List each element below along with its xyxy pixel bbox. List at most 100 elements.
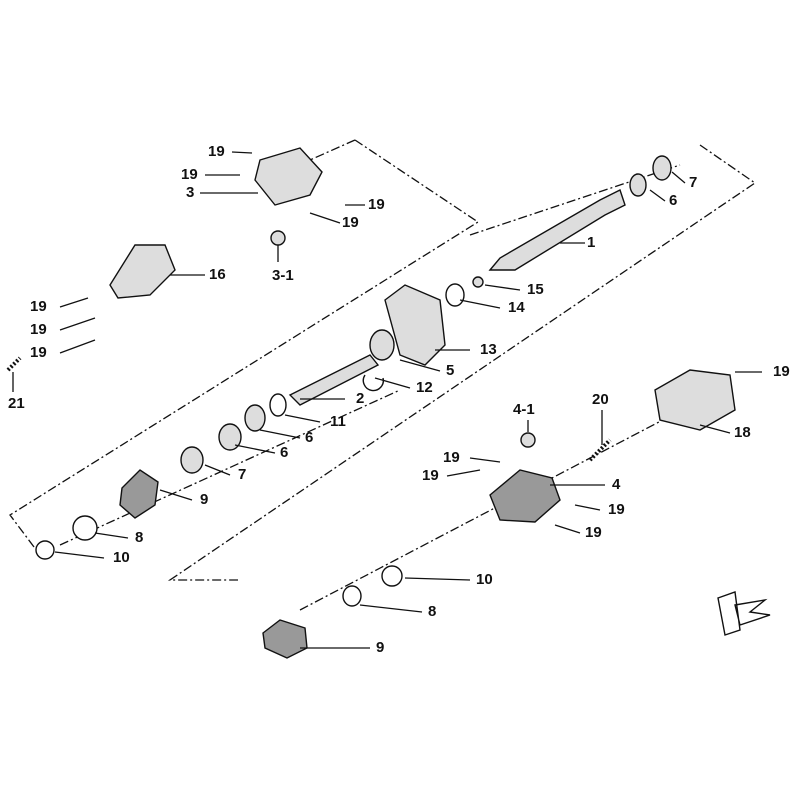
- grease-nipple: [270, 230, 286, 246]
- part-number-label: 8: [428, 603, 437, 620]
- leader-line: [399, 359, 441, 372]
- propeller-shaft: [488, 189, 626, 271]
- part-number-label: 19: [342, 214, 359, 231]
- leader-line: [374, 377, 411, 389]
- part-number-label: 19: [608, 501, 625, 518]
- part-number-label: 8: [135, 529, 144, 546]
- part-number-label: 19: [30, 298, 47, 315]
- cover: [654, 369, 736, 431]
- part-number-label: 9: [376, 639, 385, 656]
- seal: [180, 446, 204, 474]
- upper-assembly-outline: [9, 139, 480, 556]
- part-number-label: 1: [587, 234, 596, 251]
- flange: [119, 469, 159, 519]
- leader-line: [446, 469, 481, 477]
- pinion-shaft: [288, 354, 380, 406]
- leader-line: [459, 299, 501, 309]
- part-number-label: 5: [446, 362, 455, 379]
- leader-line: [359, 604, 423, 613]
- spring: [588, 438, 612, 462]
- washer: [269, 393, 287, 417]
- part-number-label: 19: [422, 467, 439, 484]
- part-number-label: 7: [689, 174, 698, 191]
- axis-line: [469, 164, 681, 236]
- part-number-label: 19: [368, 196, 385, 213]
- leader-line: [404, 577, 471, 581]
- leader-line: [284, 414, 321, 423]
- part-number-label: 19: [585, 524, 602, 541]
- leader-line: [484, 284, 521, 291]
- cover: [109, 244, 176, 299]
- part-number-label: 10: [476, 571, 493, 588]
- leader-lines: [12, 151, 762, 649]
- part-number-label: 19: [30, 321, 47, 338]
- part-number-label: 4: [612, 476, 621, 493]
- bearing: [369, 329, 395, 361]
- leader-line: [699, 424, 731, 434]
- leader-line: [59, 339, 96, 354]
- part-number-label: 12: [416, 379, 433, 396]
- parts: [6, 147, 771, 659]
- part-number-label: 19: [208, 143, 225, 160]
- part-number-label: 19: [30, 344, 47, 361]
- part-number-label: 4-1: [513, 401, 535, 418]
- leader-line: [231, 151, 253, 154]
- bearing: [629, 173, 647, 197]
- joint-housing: [254, 147, 323, 206]
- washer: [445, 283, 465, 307]
- part-number-label: 6: [280, 444, 289, 461]
- axis-line: [299, 389, 721, 611]
- leader-line: [469, 457, 501, 463]
- part-number-label: 10: [113, 549, 130, 566]
- part-number-label: 13: [480, 341, 497, 358]
- part-number-label: 3: [186, 184, 195, 201]
- part-number-label: 19: [181, 166, 198, 183]
- bearing: [244, 404, 266, 432]
- part-number-label: 20: [592, 391, 609, 408]
- axis-line: [309, 139, 356, 161]
- part-number-label: 6: [305, 429, 314, 446]
- nut: [472, 276, 484, 288]
- part-number-label: 9: [200, 491, 209, 508]
- leader-line: [649, 189, 666, 202]
- grease-nipple: [520, 432, 536, 448]
- part-number-label: 16: [209, 266, 226, 283]
- part-number-label: 6: [669, 192, 678, 209]
- flange: [262, 619, 308, 659]
- lower-assembly-outline: [167, 144, 757, 581]
- part-number-label: 21: [8, 395, 25, 412]
- leader-line: [159, 489, 193, 501]
- leader-line: [259, 429, 301, 439]
- axis-line: [59, 389, 401, 546]
- part-number-label: 11: [330, 413, 346, 430]
- part-number-label: 19: [773, 363, 790, 380]
- spring: [6, 356, 22, 372]
- leader-line: [54, 551, 105, 559]
- collar: [72, 515, 98, 541]
- leader-line: [574, 504, 601, 511]
- leader-line: [204, 464, 231, 476]
- seal: [652, 155, 672, 181]
- part-number-label: 14: [508, 299, 525, 316]
- part-number-label: 15: [527, 281, 544, 298]
- washer: [381, 565, 403, 587]
- direction-symbol: [717, 591, 771, 636]
- washer: [35, 540, 55, 560]
- gear: [384, 284, 446, 366]
- leader-line: [234, 444, 276, 454]
- collar: [342, 585, 362, 607]
- bearing: [218, 423, 242, 451]
- part-number-label: 7: [238, 466, 247, 483]
- part-number-label: 3-1: [272, 267, 294, 284]
- leader-line: [554, 524, 581, 534]
- leader-line: [94, 532, 129, 539]
- leader-line: [59, 317, 96, 331]
- part-number-label: 18: [734, 424, 751, 441]
- assembly-outline: [9, 139, 757, 611]
- circlip: [362, 374, 385, 392]
- joint-housing: [489, 469, 561, 523]
- part-number-label: 19: [443, 449, 460, 466]
- leader-line: [309, 212, 341, 224]
